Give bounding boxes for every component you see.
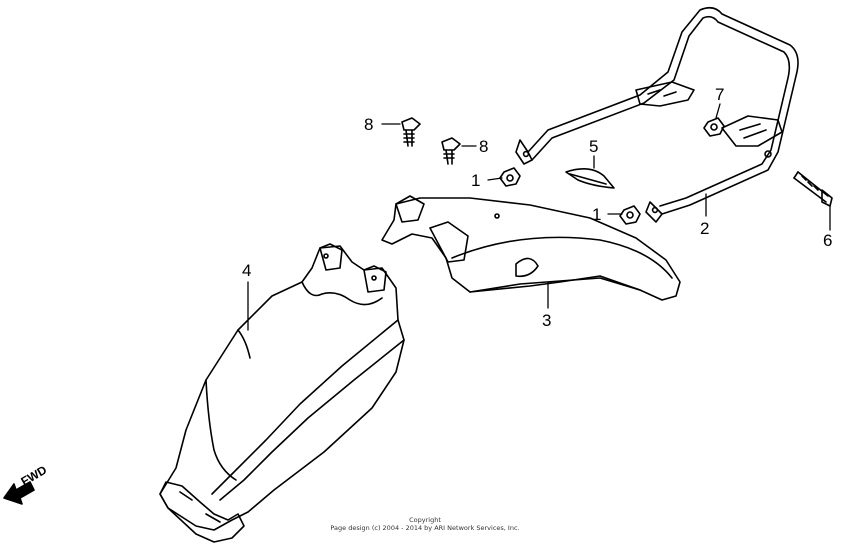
rear-fender-part-3: [381, 195, 681, 301]
copyright-notice: Copyright Page design (c) 2004 - 2014 by…: [0, 516, 850, 532]
callout-1-lower: 1: [592, 205, 601, 224]
bolt-part-8-right: [441, 137, 461, 165]
callout-1-upper: 1: [471, 171, 480, 190]
bolt-part-6: [793, 171, 833, 207]
callout-3: 3: [542, 311, 551, 330]
grab-rail-part-2: [515, 6, 799, 223]
fwd-label: FWD: [19, 463, 50, 489]
leader-lines: [247, 103, 831, 331]
callout-4: 4: [242, 261, 251, 280]
callout-labels: 1 1 2 3 4 5 6 7 8 8 FWD: [19, 85, 833, 489]
bolt-part-8-left: [401, 117, 421, 147]
callout-5: 5: [589, 137, 598, 156]
nut-part-1-lower: [619, 205, 641, 225]
clip-part-5: [565, 168, 615, 189]
nut-part-7: [703, 117, 725, 137]
nut-part-1-upper: [499, 167, 521, 187]
forward-direction-arrow-icon: [3, 481, 35, 505]
copyright-line-1: Copyright: [409, 516, 441, 524]
copyright-line-2: Page design (c) 2004 - 2014 by ARI Netwo…: [330, 524, 520, 532]
callout-7: 7: [715, 85, 724, 104]
callout-8-left: 8: [364, 115, 373, 134]
callout-2: 2: [700, 219, 709, 238]
callout-8-right: 8: [479, 137, 488, 156]
callout-6: 6: [823, 231, 832, 250]
inner-fender-part-4: [159, 243, 405, 543]
